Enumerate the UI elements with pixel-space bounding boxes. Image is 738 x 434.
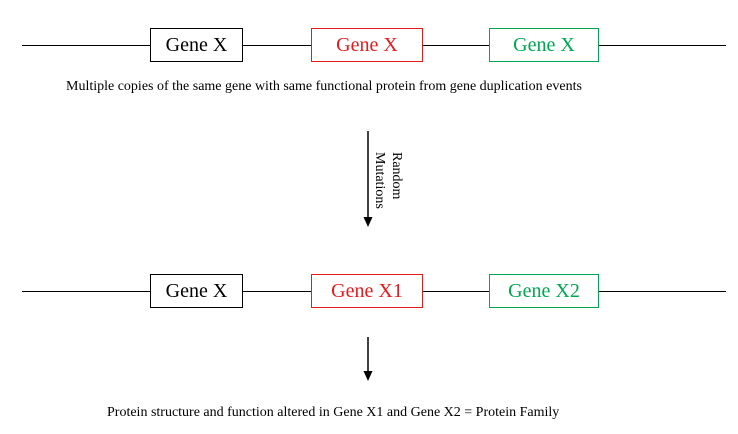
gene-box-bottom-2: Gene X1 bbox=[311, 274, 423, 308]
result-arrow bbox=[363, 337, 373, 381]
mutation-label-line2: Mutations bbox=[372, 152, 387, 209]
protein-family-caption: Protein structure and function altered i… bbox=[107, 405, 560, 420]
gene-box-top-3: Gene X bbox=[489, 28, 599, 62]
gene-box-top-1: Gene X bbox=[150, 28, 243, 62]
gene-box-top-2: Gene X bbox=[311, 28, 423, 62]
gene-box-bottom-3: Gene X2 bbox=[489, 274, 599, 308]
mutation-arrow bbox=[363, 131, 373, 227]
duplication-caption: Multiple copies of the same gene with sa… bbox=[66, 79, 582, 94]
mutation-label-line1: Random bbox=[389, 152, 404, 200]
gene-box-bottom-1: Gene X bbox=[150, 274, 243, 308]
mutation-label: Random Mutations bbox=[371, 152, 405, 209]
